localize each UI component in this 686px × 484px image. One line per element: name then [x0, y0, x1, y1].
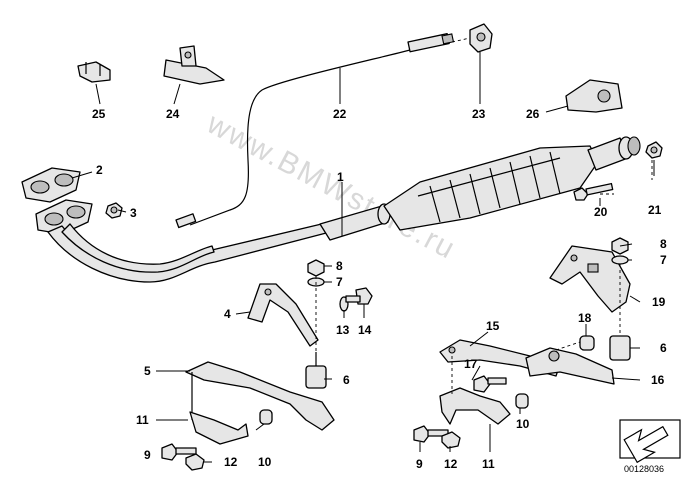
- callout-6-left: 6: [343, 373, 350, 387]
- bolt-9-right[interactable]: [413, 425, 449, 443]
- callout-10-right: 10: [516, 417, 530, 431]
- assembly-guides: [191, 37, 653, 412]
- callout-14: 14: [358, 323, 372, 337]
- clip-24[interactable]: [163, 45, 225, 85]
- callout-26: 26: [526, 107, 540, 121]
- callout-labels: 1 2 3 4 5 6 6 7 7 8 8 9 9 10 10 11 11 12…: [92, 107, 667, 471]
- callout-2: 2: [96, 163, 103, 177]
- callout-3: 3: [130, 206, 137, 220]
- callout-20: 20: [594, 205, 608, 219]
- rubber-mount-6-right[interactable]: [609, 335, 631, 361]
- callout-13: 13: [336, 323, 350, 337]
- callout-4: 4: [224, 307, 231, 321]
- bracket-16[interactable]: [525, 347, 615, 385]
- callout-5: 5: [144, 364, 151, 378]
- nut-10-right[interactable]: [515, 393, 529, 409]
- clip-25[interactable]: [77, 61, 111, 83]
- bracket-26[interactable]: [565, 79, 623, 113]
- callout-18: 18: [578, 311, 592, 325]
- arrow-down-right-icon: [623, 425, 669, 464]
- nut-21[interactable]: [645, 141, 663, 159]
- callout-7-right: 7: [660, 253, 667, 267]
- oxygen-sensor-22[interactable]: [175, 33, 455, 229]
- callout-6-right: 6: [660, 341, 667, 355]
- callout-8-right: 8: [660, 237, 667, 251]
- callout-12-right: 12: [444, 457, 458, 471]
- nut-12-left[interactable]: [185, 453, 205, 471]
- callout-11-left: 11: [136, 413, 149, 427]
- callout-9-right: 9: [416, 457, 423, 471]
- bracket-11-left[interactable]: [189, 411, 249, 445]
- nut-10-left[interactable]: [259, 409, 273, 425]
- callout-17: 17: [464, 357, 478, 371]
- callout-22: 22: [333, 107, 347, 121]
- callout-24: 24: [166, 107, 180, 121]
- callout-23: 23: [472, 107, 486, 121]
- callout-7-left: 7: [336, 275, 343, 289]
- bracket-23[interactable]: [469, 23, 493, 53]
- callout-19: 19: [652, 295, 666, 309]
- nut-8-left[interactable]: [307, 259, 325, 277]
- nut-12-right[interactable]: [441, 431, 461, 449]
- rubber-mount-6-left[interactable]: [305, 352, 327, 389]
- callout-10-left: 10: [258, 455, 272, 469]
- navigation-arrow-button[interactable]: [619, 419, 681, 464]
- diagram-code: 00128036: [624, 464, 664, 474]
- washer-7-right[interactable]: [611, 255, 629, 265]
- bracket-19[interactable]: [549, 245, 631, 313]
- leader-lines: [71, 52, 655, 463]
- bracket-11-right[interactable]: [439, 387, 511, 425]
- callout-16: 16: [651, 373, 665, 387]
- nut-3[interactable]: [105, 202, 123, 219]
- callout-15: 15: [486, 319, 500, 333]
- exhaust-pipe-silencer[interactable]: [21, 136, 641, 283]
- callout-11-right: 11: [482, 457, 495, 471]
- callout-9-left: 9: [144, 448, 151, 462]
- nut-18[interactable]: [579, 335, 595, 351]
- bolt-9-left[interactable]: [161, 443, 197, 461]
- bolt-14[interactable]: [345, 287, 373, 305]
- callout-12-left: 12: [224, 455, 238, 469]
- callout-8-left: 8: [336, 259, 343, 273]
- bolt-17[interactable]: [473, 375, 507, 393]
- callout-21: 21: [648, 203, 662, 217]
- bracket-4[interactable]: [247, 283, 319, 347]
- callout-25: 25: [92, 107, 106, 121]
- callout-1: 1: [337, 170, 344, 184]
- bolt-20[interactable]: [573, 182, 614, 201]
